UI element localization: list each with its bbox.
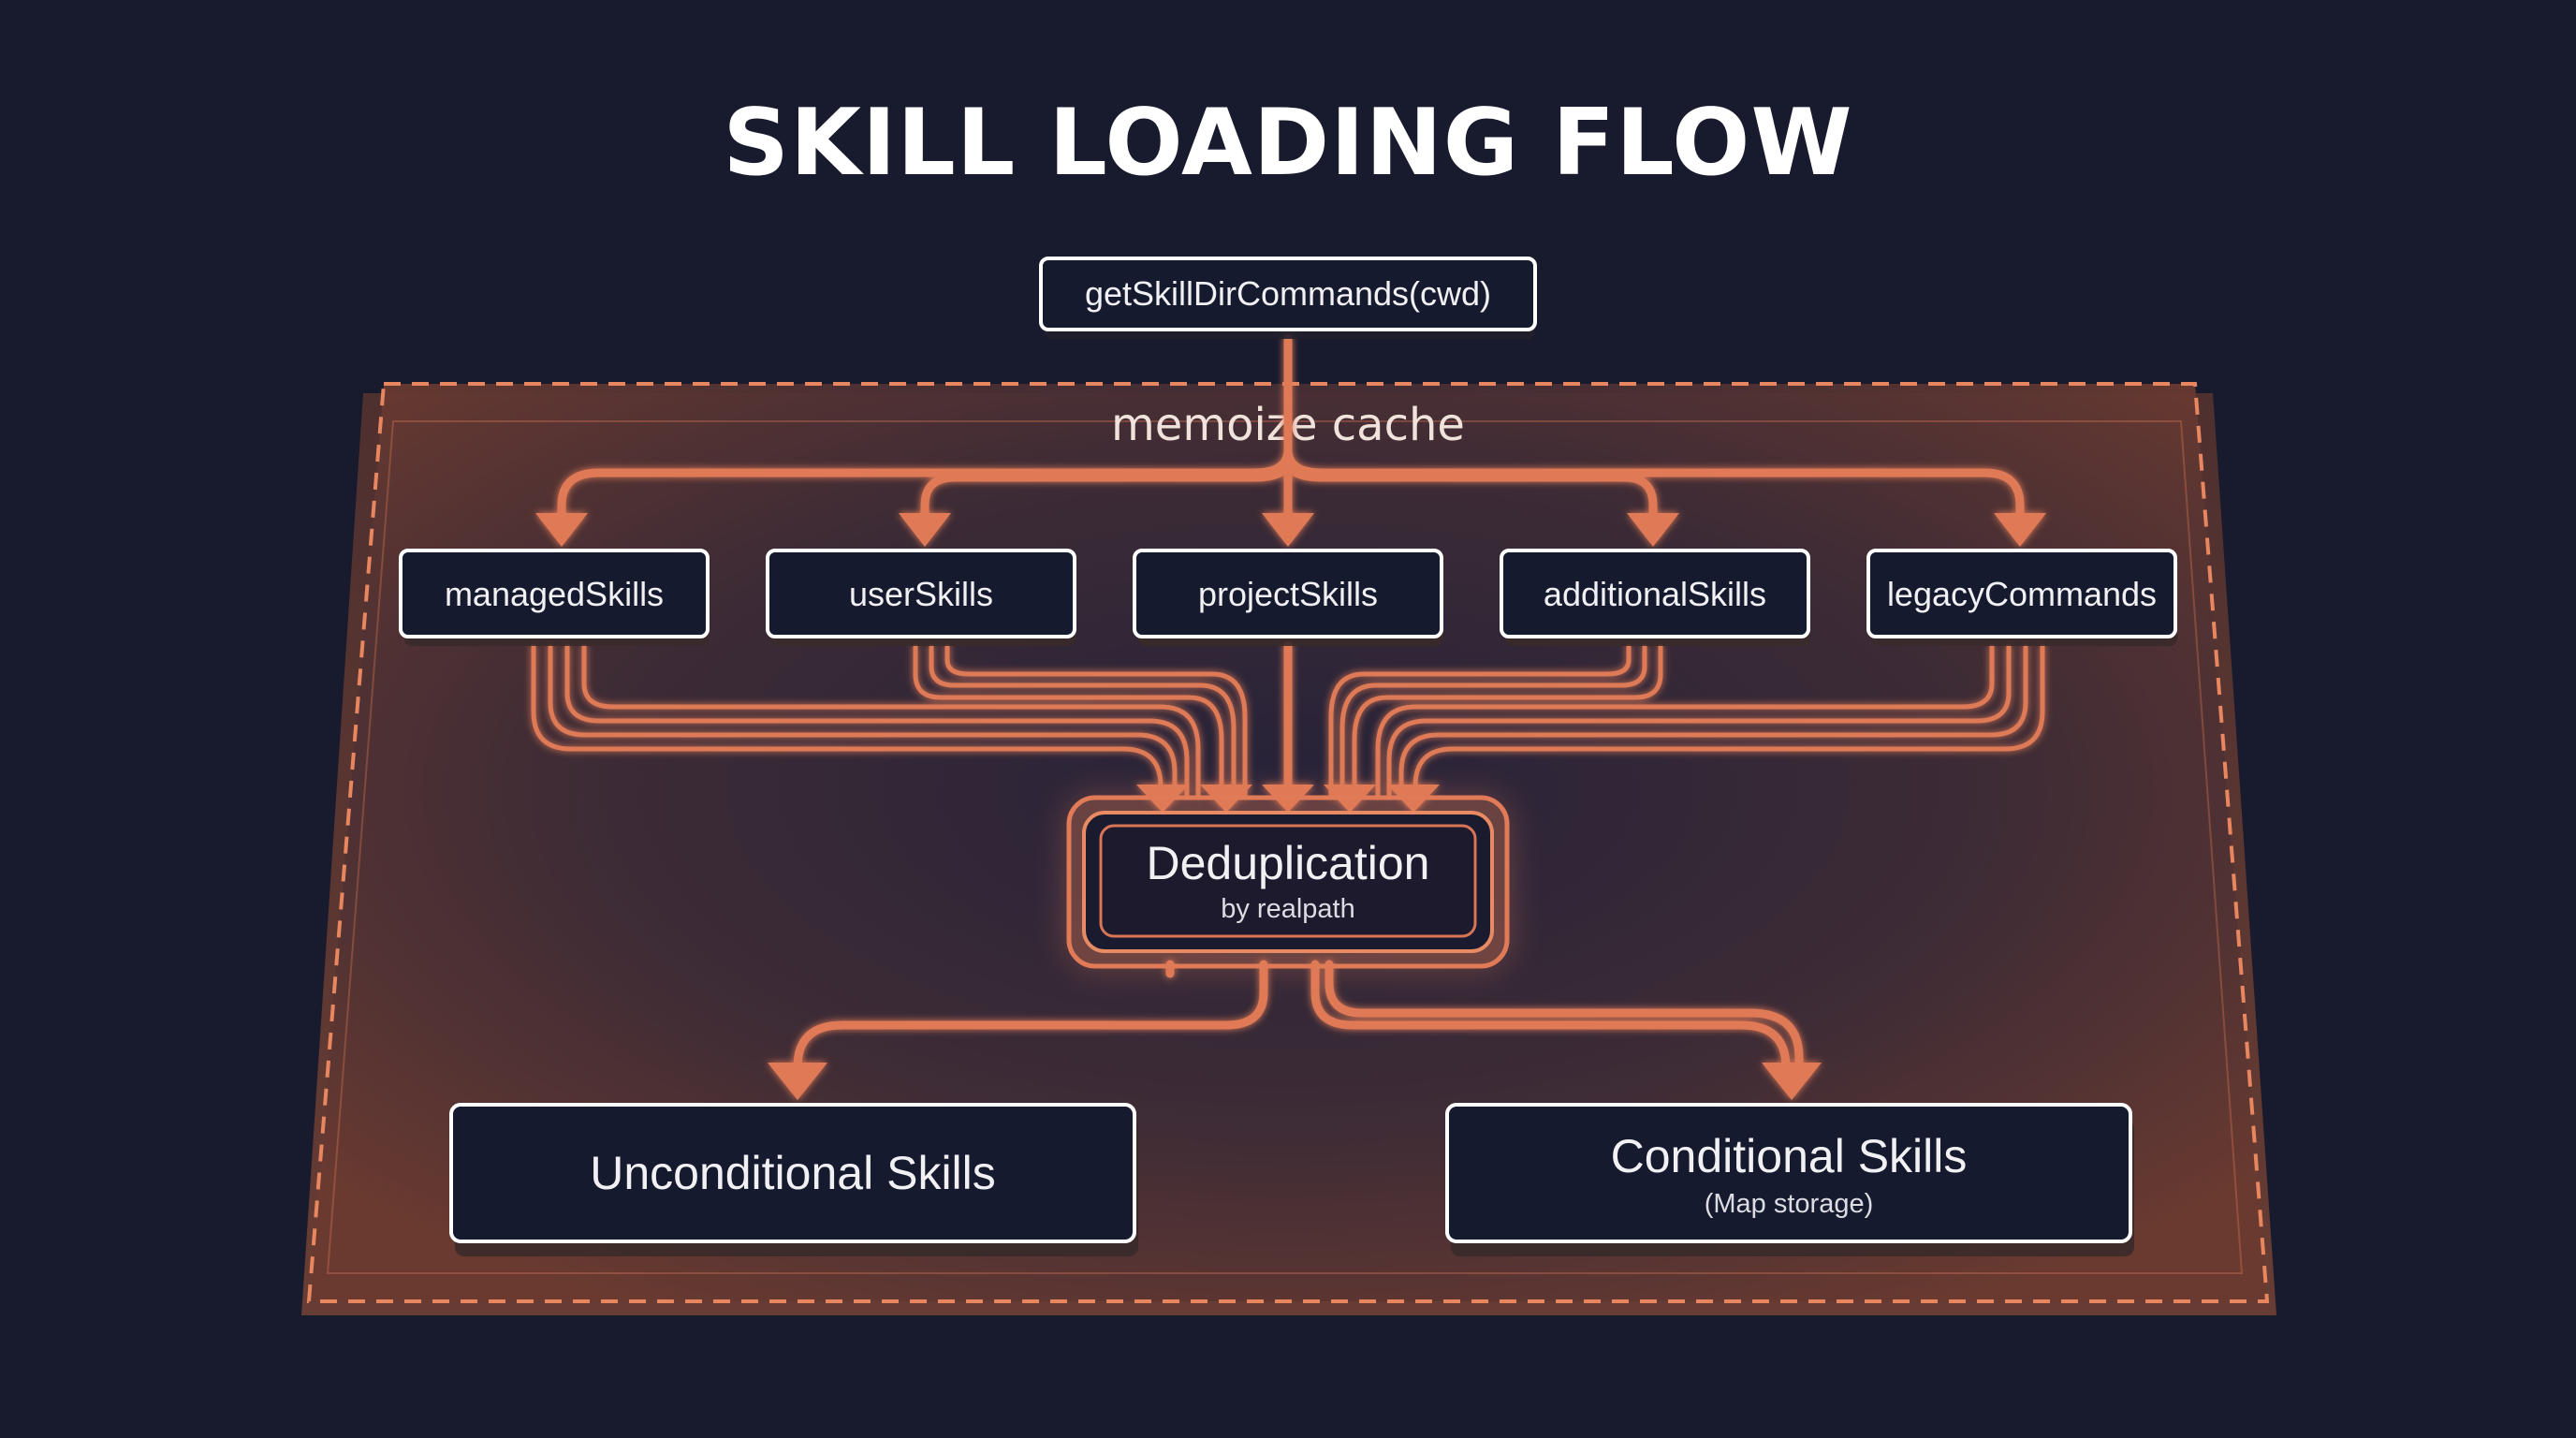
- source-label-user-skills: userSkills: [849, 575, 993, 613]
- source-label-managed-skills: managedSkills: [445, 575, 664, 613]
- strand-user-2: [929, 643, 1237, 799]
- arrow-to-legacy-commands: [1283, 445, 2025, 520]
- sources-to-dedup-arrows: [531, 641, 2045, 813]
- strand-user-3: [944, 643, 1248, 799]
- strand-managed-2: [548, 643, 1178, 799]
- cache-platform-inner-edge: [326, 420, 2244, 1274]
- output-node-unconditional-skills: Unconditional Skills: [449, 1103, 1138, 1256]
- arrowhead-additional: [1627, 513, 1679, 547]
- strand-legacy-4: [1412, 643, 2045, 799]
- source-node-project-skills: projectSkills: [1133, 549, 1443, 646]
- entry-node-label: getSkillDirCommands(cwd): [1085, 274, 1491, 313]
- strand-legacy-1: [1375, 643, 1995, 799]
- source-node-legacy-commands: legacyCommands: [1866, 549, 2177, 646]
- strand-legacy-2: [1386, 643, 2012, 799]
- arrow-to-conditional-1: [1310, 960, 1791, 1081]
- entry-node: getSkillDirCommands(cwd): [1039, 257, 1537, 339]
- arrow-to-unconditional-1: [793, 960, 1268, 1081]
- source-label-additional-skills: additionalSkills: [1544, 575, 1766, 613]
- source-node-managed-skills: managedSkills: [399, 549, 710, 646]
- output-node-conditional-skills: Conditional Skills (Map storage): [1445, 1103, 2134, 1256]
- arrowhead-managed: [535, 513, 588, 547]
- strand-additional-3: [1352, 643, 1663, 799]
- source-label-project-skills: projectSkills: [1198, 575, 1378, 613]
- source-label-legacy-commands: legacyCommands: [1887, 575, 2157, 613]
- diagram-title: SKILL LOADING FLOW: [723, 90, 1852, 197]
- output-label-unconditional-skills: Unconditional Skills: [590, 1147, 996, 1199]
- source-node-additional-skills: additionalSkills: [1500, 549, 1810, 646]
- arrowhead-conditional: [1762, 1063, 1822, 1100]
- strand-legacy-3: [1398, 643, 2028, 799]
- source-node-user-skills: userSkills: [766, 549, 1076, 646]
- arrowhead-user: [899, 513, 951, 547]
- arrow-to-conditional-2: [1325, 960, 1804, 1081]
- dedup-node: Deduplication by realpath: [1066, 795, 1510, 969]
- arrowhead-legacy: [1994, 513, 2046, 547]
- strand-managed-3: [564, 643, 1190, 799]
- strand-additional-2: [1339, 643, 1647, 799]
- entry-to-sources-arrows: [535, 334, 2046, 547]
- dedup-label: Deduplication: [1147, 837, 1430, 889]
- strand-user-1: [913, 643, 1224, 799]
- dedup-to-outputs-arrows: [768, 960, 1822, 1100]
- output-label-conditional-skills: Conditional Skills: [1611, 1130, 1968, 1182]
- arrow-to-additional-skills: [1283, 454, 1658, 520]
- strand-managed-4: [581, 643, 1201, 799]
- strand-additional-1: [1328, 643, 1632, 799]
- arrowhead-unconditional: [768, 1063, 827, 1100]
- dedup-sublabel: by realpath: [1221, 894, 1355, 924]
- arrow-to-user-skills: [920, 454, 1293, 520]
- arrowhead-project: [1262, 513, 1314, 547]
- output-sublabel-conditional-skills: (Map storage): [1705, 1189, 1874, 1219]
- strand-managed-1: [531, 643, 1164, 799]
